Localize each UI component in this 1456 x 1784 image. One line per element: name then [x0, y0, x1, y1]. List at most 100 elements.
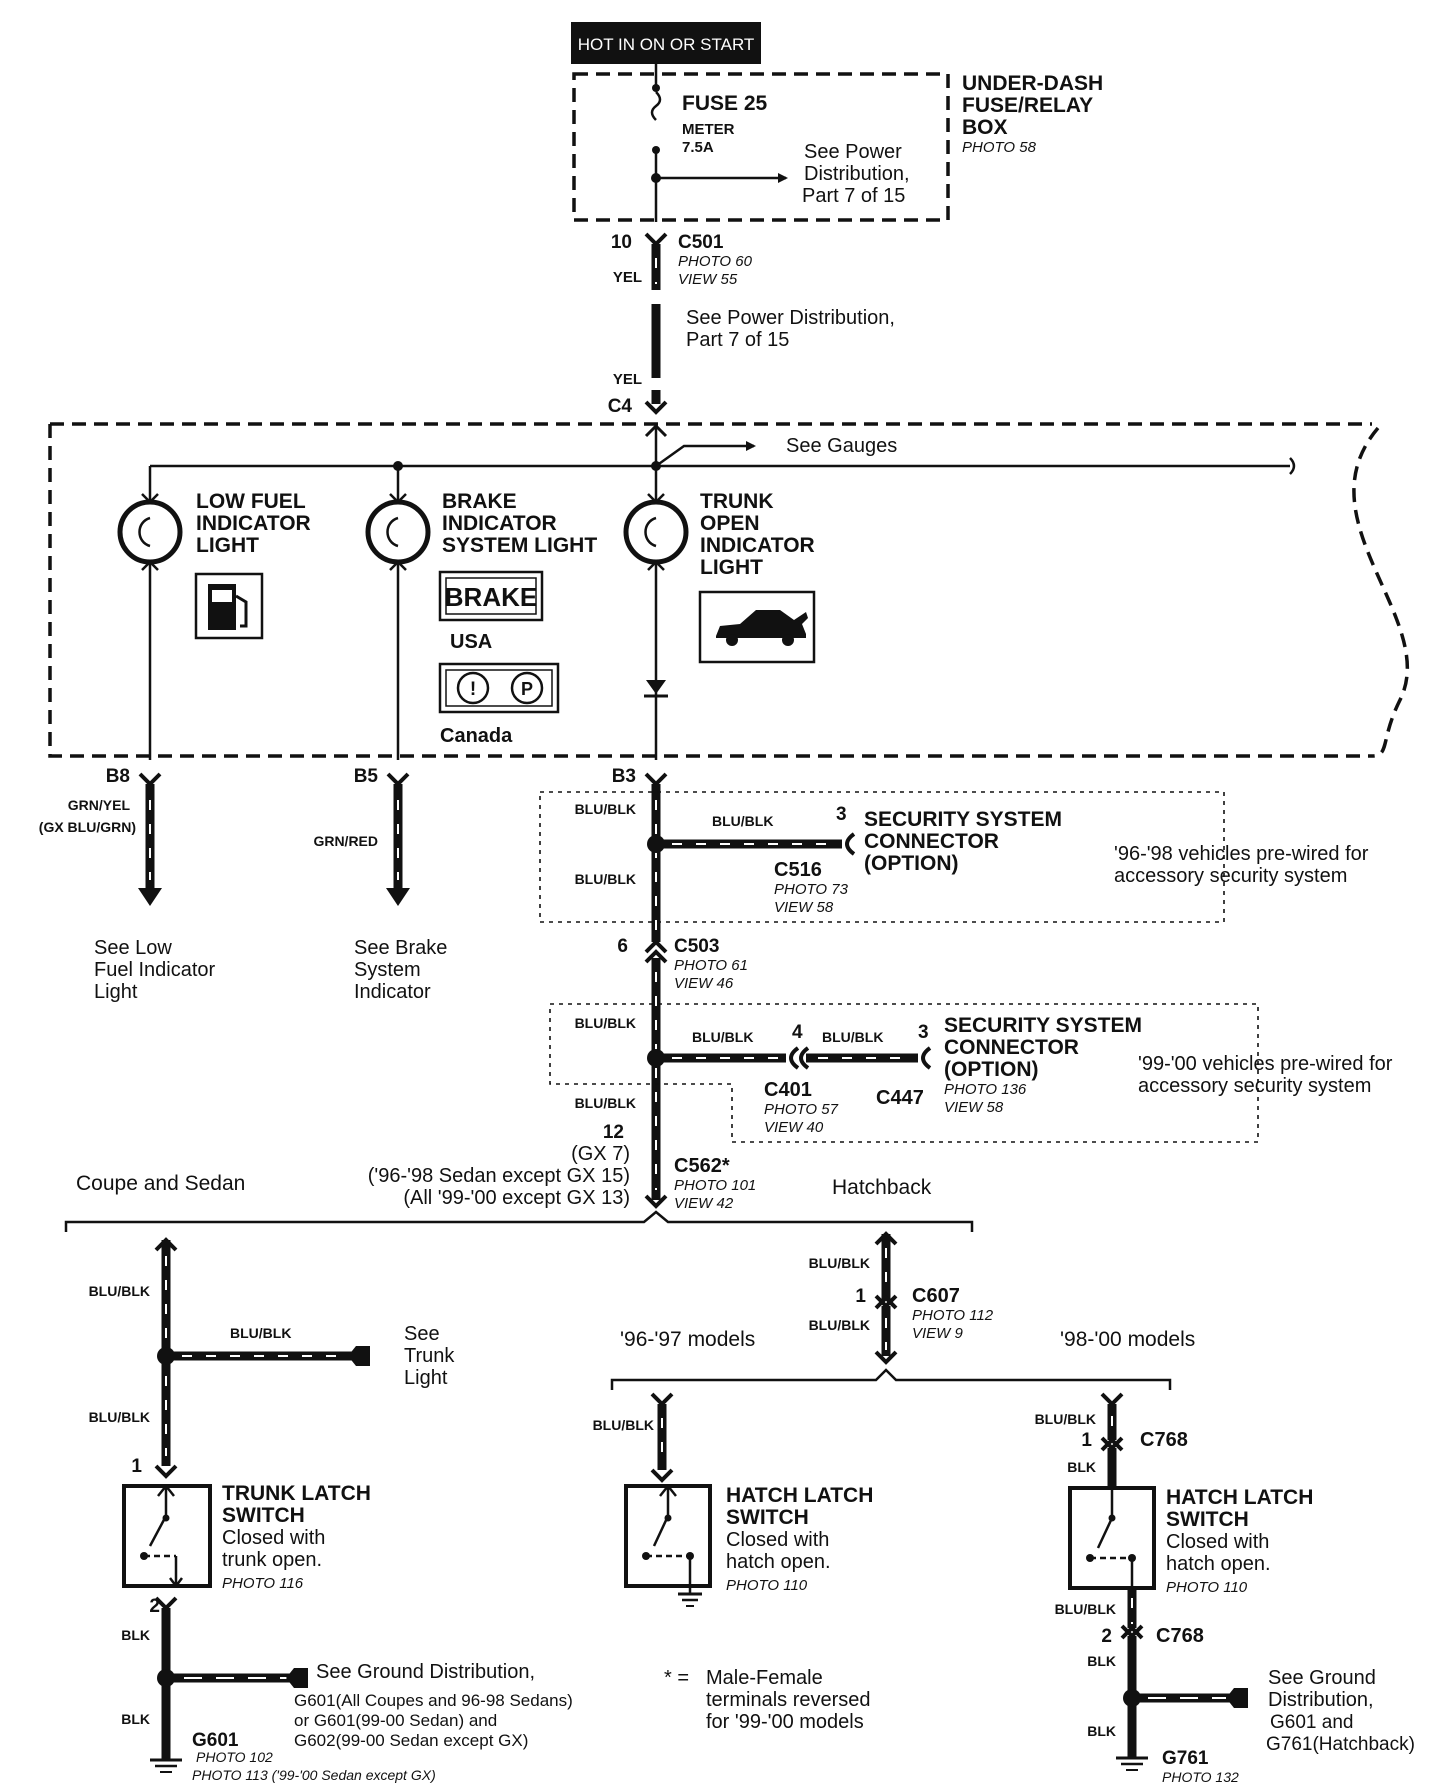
c501-name: C501: [678, 232, 724, 253]
see-gauges: See Gauges: [786, 435, 897, 457]
coupe-wire-2: BLU/BLK: [230, 1325, 291, 1341]
brake-canada: Canada: [440, 725, 513, 747]
coupe-ground-1: See Ground Distribution,: [316, 1661, 535, 1683]
c447-view: VIEW 58: [944, 1099, 1004, 1116]
c4-wire: YEL: [613, 371, 642, 388]
footnote-2: terminals reversed: [706, 1689, 871, 1711]
branch-hatch: Hatchback: [832, 1176, 932, 1199]
c562-connector: 12 (GX 7) ('96-'98 Sedan except GX 15) (…: [368, 1122, 757, 1212]
hatch9800-blk-3: BLK: [1087, 1723, 1116, 1739]
car-trunk-open-icon: [698, 590, 816, 664]
low-fuel-label-1: LOW FUEL: [196, 490, 306, 513]
b8-see-3: Light: [94, 981, 138, 1003]
coupe-ground-3: or G601(99-00 Sedan) and: [294, 1711, 497, 1730]
sec2-wire-d: BLU/BLK: [575, 1095, 636, 1111]
pin-b5: B5: [354, 766, 379, 787]
c501-view: VIEW 55: [678, 271, 738, 288]
coupe-sedan-circuit: BLU/BLK BLU/BLK BLU/BLK See Trunk Light …: [89, 1237, 573, 1783]
c501-photo: PHOTO 60: [678, 253, 753, 270]
fuse-box-title-1: UNDER-DASH: [962, 72, 1103, 95]
g601-name: G601: [192, 1730, 239, 1751]
c607-wire-1: BLU/BLK: [809, 1255, 870, 1271]
trunk-switch-photo: PHOTO 116: [222, 1575, 304, 1592]
trunk-label-1: TRUNK: [700, 490, 774, 513]
trunk-label-4: LIGHT: [700, 556, 763, 579]
fuse-see-2: Distribution,: [804, 163, 910, 185]
hatch9800-blk-2: BLK: [1087, 1653, 1116, 1669]
low-fuel-label-2: INDICATOR: [196, 512, 311, 535]
fuse-see-3: Part 7 of 15: [802, 185, 905, 207]
c768-top: C768: [1140, 1429, 1188, 1451]
b5-see-1: See Brake: [354, 937, 447, 959]
sec1-title-2: CONNECTOR: [864, 830, 999, 853]
b8-wire-1: GRN/YEL: [68, 797, 131, 813]
c503-view: VIEW 46: [674, 975, 734, 992]
sec1-wire-a: BLU/BLK: [575, 801, 636, 817]
fuse-amp: 7.5A: [682, 139, 714, 156]
hatch9800-photo: PHOTO 110: [1166, 1579, 1248, 1596]
hatch-ground-2: Distribution,: [1268, 1689, 1374, 1711]
sec1-pin: 3: [836, 804, 847, 825]
hot-in-on-or-start-header: HOT IN ON OR START: [571, 22, 761, 64]
hatch-ground-4: G761(Hatchback): [1266, 1734, 1415, 1755]
coupe-ground-2: G601(All Coupes and 96-98 Sedans): [294, 1691, 573, 1710]
sec2-title-1: SECURITY SYSTEM: [944, 1014, 1142, 1037]
power-note-1: See Power Distribution,: [686, 307, 895, 329]
ground-hatch-9697-icon: [678, 1586, 702, 1607]
c401-name: C401: [764, 1079, 812, 1101]
c607-photo: PHOTO 112: [912, 1307, 994, 1324]
gauge-assembly-break: [1352, 426, 1409, 758]
sec2-title-3: (OPTION): [944, 1058, 1039, 1081]
sec2-title-2: CONNECTOR: [944, 1036, 1079, 1059]
sec1-title-3: (OPTION): [864, 852, 959, 875]
b8-circuit: B8 GRN/YEL (GX BLU/GRN) See Low Fuel Ind…: [39, 766, 216, 1003]
ground-g601-icon: [150, 1758, 182, 1773]
c503-photo: PHOTO 61: [674, 957, 748, 974]
c447-photo: PHOTO 136: [944, 1081, 1027, 1098]
pin-b3: B3: [612, 766, 636, 787]
fuse-sub: METER: [682, 121, 735, 138]
sec2-pin-3: 3: [918, 1022, 929, 1043]
c562-pin-4: (All '99-'00 except GX 13): [403, 1187, 630, 1209]
footnote-1: Male-Female: [706, 1667, 823, 1689]
c562-pin-2: (GX 7): [571, 1143, 630, 1165]
b5-see-2: System: [354, 959, 421, 981]
brake-canada-icon: ! P: [438, 662, 560, 714]
c4-connector: YEL C4: [608, 371, 668, 417]
hatch9697-switch-1: HATCH LATCH: [726, 1484, 873, 1507]
coupe-blk-2: BLK: [121, 1711, 150, 1727]
svg-text:P: P: [521, 679, 533, 699]
low-fuel-label-3: LIGHT: [196, 534, 259, 557]
footnote-star: * =: [664, 1667, 689, 1689]
fuse-box-photo: PHOTO 58: [962, 139, 1037, 156]
c401-photo: PHOTO 57: [764, 1101, 839, 1118]
sec1-note-1: '96-'98 vehicles pre-wired for: [1114, 843, 1369, 865]
c607-wire-2: BLU/BLK: [809, 1317, 870, 1333]
hatch9697-switch-2: SWITCH: [726, 1506, 809, 1529]
coupe-ground-4: G602(99-00 Sedan except GX): [294, 1731, 528, 1750]
sec2-wire-b: BLU/BLK: [692, 1029, 753, 1045]
c503-pin: 6: [617, 936, 628, 957]
sec2-wire-c: BLU/BLK: [822, 1029, 883, 1045]
b8-see-2: Fuel Indicator: [94, 959, 216, 981]
c768-bottom: C768: [1156, 1625, 1204, 1647]
g761-photo: PHOTO 132: [1162, 1769, 1239, 1784]
c562-pin-1: 12: [603, 1122, 624, 1143]
c562-photo: PHOTO 101: [674, 1177, 756, 1194]
sec2-note-2: accessory security system: [1138, 1075, 1371, 1097]
b8-wire-2: (GX BLU/GRN): [39, 819, 136, 835]
branch-coupe: Coupe and Sedan: [76, 1172, 245, 1195]
hatch9800-switch-4: hatch open.: [1166, 1553, 1271, 1575]
sec2-pin-4: 4: [792, 1022, 803, 1043]
sec2-wire-a: BLU/BLK: [575, 1015, 636, 1031]
fuse-25-symbol: [650, 91, 662, 121]
c401-view: VIEW 40: [764, 1119, 824, 1136]
c4-name: C4: [608, 396, 633, 417]
fuse-box-title-3: BOX: [962, 116, 1008, 139]
hatch9800-switch-1: HATCH LATCH: [1166, 1486, 1313, 1509]
c607-pin: 1: [855, 1286, 866, 1307]
g601-photo-1: PHOTO 102: [196, 1749, 273, 1765]
hatch9800-pin-2: 2: [1101, 1626, 1112, 1647]
sec2-note-1: '99-'00 vehicles pre-wired for: [1138, 1053, 1393, 1075]
